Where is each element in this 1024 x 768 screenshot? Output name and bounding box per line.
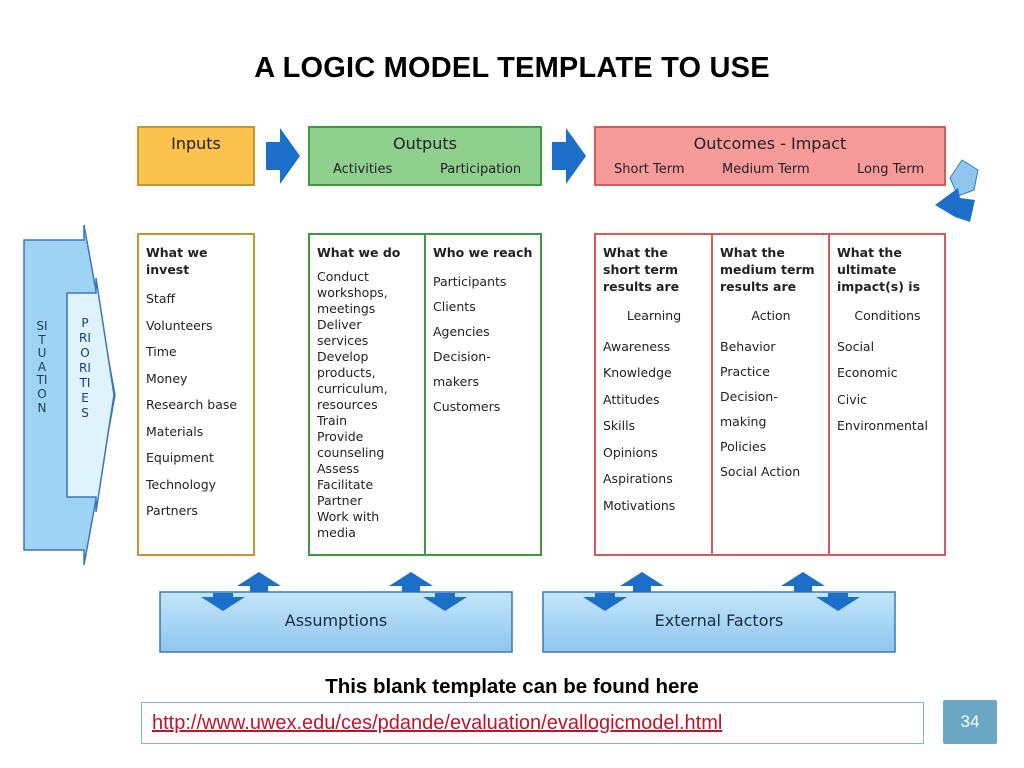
list-item: Civic — [837, 391, 867, 407]
short-term-column: What the short term results are Learning… — [596, 235, 711, 554]
footer-text: This blank template can be found here — [325, 675, 699, 698]
outcomes-header-box — [594, 126, 946, 186]
list-item: Behavior — [720, 338, 776, 354]
long-term-column: What the ultimate impact(s) is Condition… — [830, 235, 944, 554]
inputs-column-box — [137, 233, 255, 556]
list-item: Technology — [146, 476, 217, 492]
outputs-header-box — [308, 126, 542, 186]
inputs-header-box — [137, 126, 255, 186]
short-term-label: Short Term — [614, 162, 685, 177]
list-item: Knowledge — [603, 365, 672, 380]
outcomes-label: Outcomes - Impact — [693, 134, 847, 153]
list-item: Develop products, curriculum, resources — [317, 349, 388, 412]
template-link[interactable]: http://www.uwex.edu/ces/pdande/evaluatio… — [152, 712, 723, 734]
list-item: Practice — [720, 363, 770, 379]
list-item: Motivations — [603, 497, 676, 513]
list-item: Staff — [146, 291, 176, 306]
list-item: Partners — [146, 503, 198, 518]
medium-term-column: What the medium term results are Action … — [713, 235, 828, 554]
list-item: Materials — [146, 423, 204, 439]
activities-column-heading: What we do — [317, 245, 401, 260]
list-item: Economic — [837, 365, 898, 380]
list-item: Clients — [433, 299, 476, 314]
situation-label: SITUATION — [36, 319, 48, 415]
list-item: Agencies — [433, 324, 490, 339]
list-item: Social — [837, 338, 875, 354]
inputs-column-heading: What we invest — [146, 245, 208, 277]
slide-number: 34 — [943, 700, 997, 744]
list-item: Equipment — [146, 450, 214, 465]
list-item: Participants — [433, 274, 507, 289]
list-item: Work with media — [317, 509, 380, 540]
list-item: Opinions — [603, 444, 658, 460]
assumption-arrows — [201, 572, 467, 611]
inputs-label: Inputs — [171, 134, 221, 153]
list-item: Partner — [317, 493, 363, 508]
list-item: Assess — [317, 461, 360, 476]
list-item: Provide counseling — [317, 429, 385, 460]
list-item: Decision- making — [720, 388, 778, 429]
long-term-column-heading: What the ultimate impact(s) is — [837, 245, 921, 294]
list-item: Time — [146, 344, 177, 359]
outcomes-header: Outcomes - Impact Short Term Medium Term… — [595, 127, 945, 185]
list-item: Conduct workshops, meetings — [317, 269, 388, 316]
inputs-to-outputs-arrow — [266, 128, 300, 184]
outcomes-column-box — [594, 233, 946, 556]
external-factor-arrows — [583, 572, 860, 611]
list-item: Attitudes — [603, 391, 660, 407]
list-item: Environmental — [837, 418, 928, 433]
list-item: Decision- makers — [433, 349, 491, 389]
feedback-arrow-top — [949, 159, 979, 197]
participation-column-heading: Who we reach — [433, 245, 533, 260]
external-factors-label: External Factors — [654, 611, 784, 630]
priorities-label: PRIORITIES — [79, 316, 91, 420]
list-item: Social Action — [720, 463, 801, 479]
medium-term-column-heading: What the medium term results are — [720, 245, 815, 294]
inputs-header: Inputs — [138, 127, 254, 185]
list-item: Skills — [603, 418, 636, 433]
list-item: Aspirations — [603, 471, 673, 486]
url-box: http://www.uwex.edu/ces/pdande/evaluatio… — [141, 702, 924, 744]
long-term-center-label: Conditions — [854, 308, 921, 323]
list-item: Money — [146, 370, 188, 386]
priorities-arrow — [66, 277, 115, 513]
slide-title: A LOGIC MODEL TEMPLATE TO USE — [254, 52, 770, 84]
participation-label: Participation — [440, 162, 522, 177]
activities-label: Activities — [333, 162, 393, 177]
list-item: Customers — [433, 399, 501, 414]
list-item: Awareness — [603, 338, 671, 354]
list-item: Policies — [720, 438, 767, 454]
medium-term-label: Medium Term — [722, 162, 810, 177]
list-item: Deliver services — [317, 317, 369, 348]
list-item: Volunteers — [146, 317, 213, 333]
list-item: Train — [317, 413, 347, 428]
short-term-column-heading: What the short term results are — [603, 245, 680, 294]
list-item: Research base — [146, 397, 238, 412]
outputs-header: Outputs Activities Participation — [309, 127, 541, 185]
outputs-label: Outputs — [393, 134, 457, 153]
feedback-arrow-bottom — [935, 188, 975, 222]
assumptions-label: Assumptions — [284, 611, 388, 630]
short-term-center-label: Learning — [626, 308, 682, 323]
medium-term-center-label: Action — [751, 308, 791, 323]
list-item: Facilitate — [317, 477, 374, 492]
long-term-label: Long Term — [857, 162, 925, 177]
outputs-to-outcomes-arrow — [552, 128, 586, 184]
